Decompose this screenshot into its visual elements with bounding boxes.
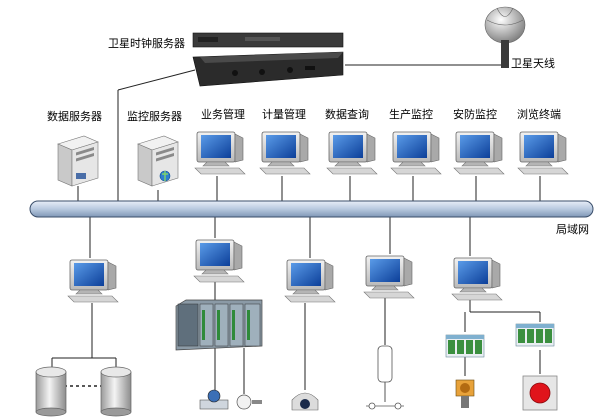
storage-tank-icon xyxy=(35,366,67,417)
security-monitoring-pc-icon xyxy=(453,131,505,175)
data-server-label: 数据服务器 xyxy=(47,109,102,123)
production-monitoring-pc-icon xyxy=(390,131,442,175)
camera-station-pc-icon xyxy=(284,259,336,303)
level-sensor-icon xyxy=(366,345,404,410)
camera-icon xyxy=(291,392,319,411)
storage-tank-icon xyxy=(100,366,132,417)
io-module-icon xyxy=(445,334,485,358)
lan-bus xyxy=(29,200,594,218)
business-management-pc-icon xyxy=(194,131,246,175)
data-server-icon xyxy=(57,135,99,187)
monitoring-server-label: 监控服务器 xyxy=(127,109,182,123)
tank-station-pc-icon xyxy=(67,259,119,303)
data-query-label: 数据查询 xyxy=(325,107,369,121)
metering-management-label: 计量管理 xyxy=(262,107,306,121)
satellite-clock-server-icon xyxy=(192,32,344,87)
alarm-button-icon xyxy=(522,375,558,411)
satellite-antenna-icon xyxy=(484,6,526,68)
pressure-gauge-icon xyxy=(236,394,262,410)
satellite-clock-server-label: 卫星时钟服务器 xyxy=(108,36,185,50)
lan-label: 局域网 xyxy=(556,223,589,236)
gas-detector-icon xyxy=(455,379,475,408)
connection-lines xyxy=(51,42,541,394)
browse-terminal-pc-icon xyxy=(517,131,569,175)
monitoring-server-icon xyxy=(137,135,179,187)
data-query-pc-icon xyxy=(326,131,378,175)
security-station-pc-icon xyxy=(451,257,503,301)
production-monitoring-label: 生产监控 xyxy=(389,107,433,121)
metering-management-pc-icon xyxy=(259,131,311,175)
business-management-label: 业务管理 xyxy=(201,107,245,121)
plc-station-pc-icon xyxy=(193,239,245,283)
security-monitoring-label: 安防监控 xyxy=(453,107,497,121)
satellite-antenna-label: 卫星天线 xyxy=(511,56,555,70)
browse-terminal-label: 浏览终端 xyxy=(517,107,561,121)
flow-meter-icon xyxy=(199,389,229,410)
sensor-station-pc-icon xyxy=(363,255,415,299)
plc-rack-icon xyxy=(175,299,263,351)
io-module-icon xyxy=(515,323,555,347)
